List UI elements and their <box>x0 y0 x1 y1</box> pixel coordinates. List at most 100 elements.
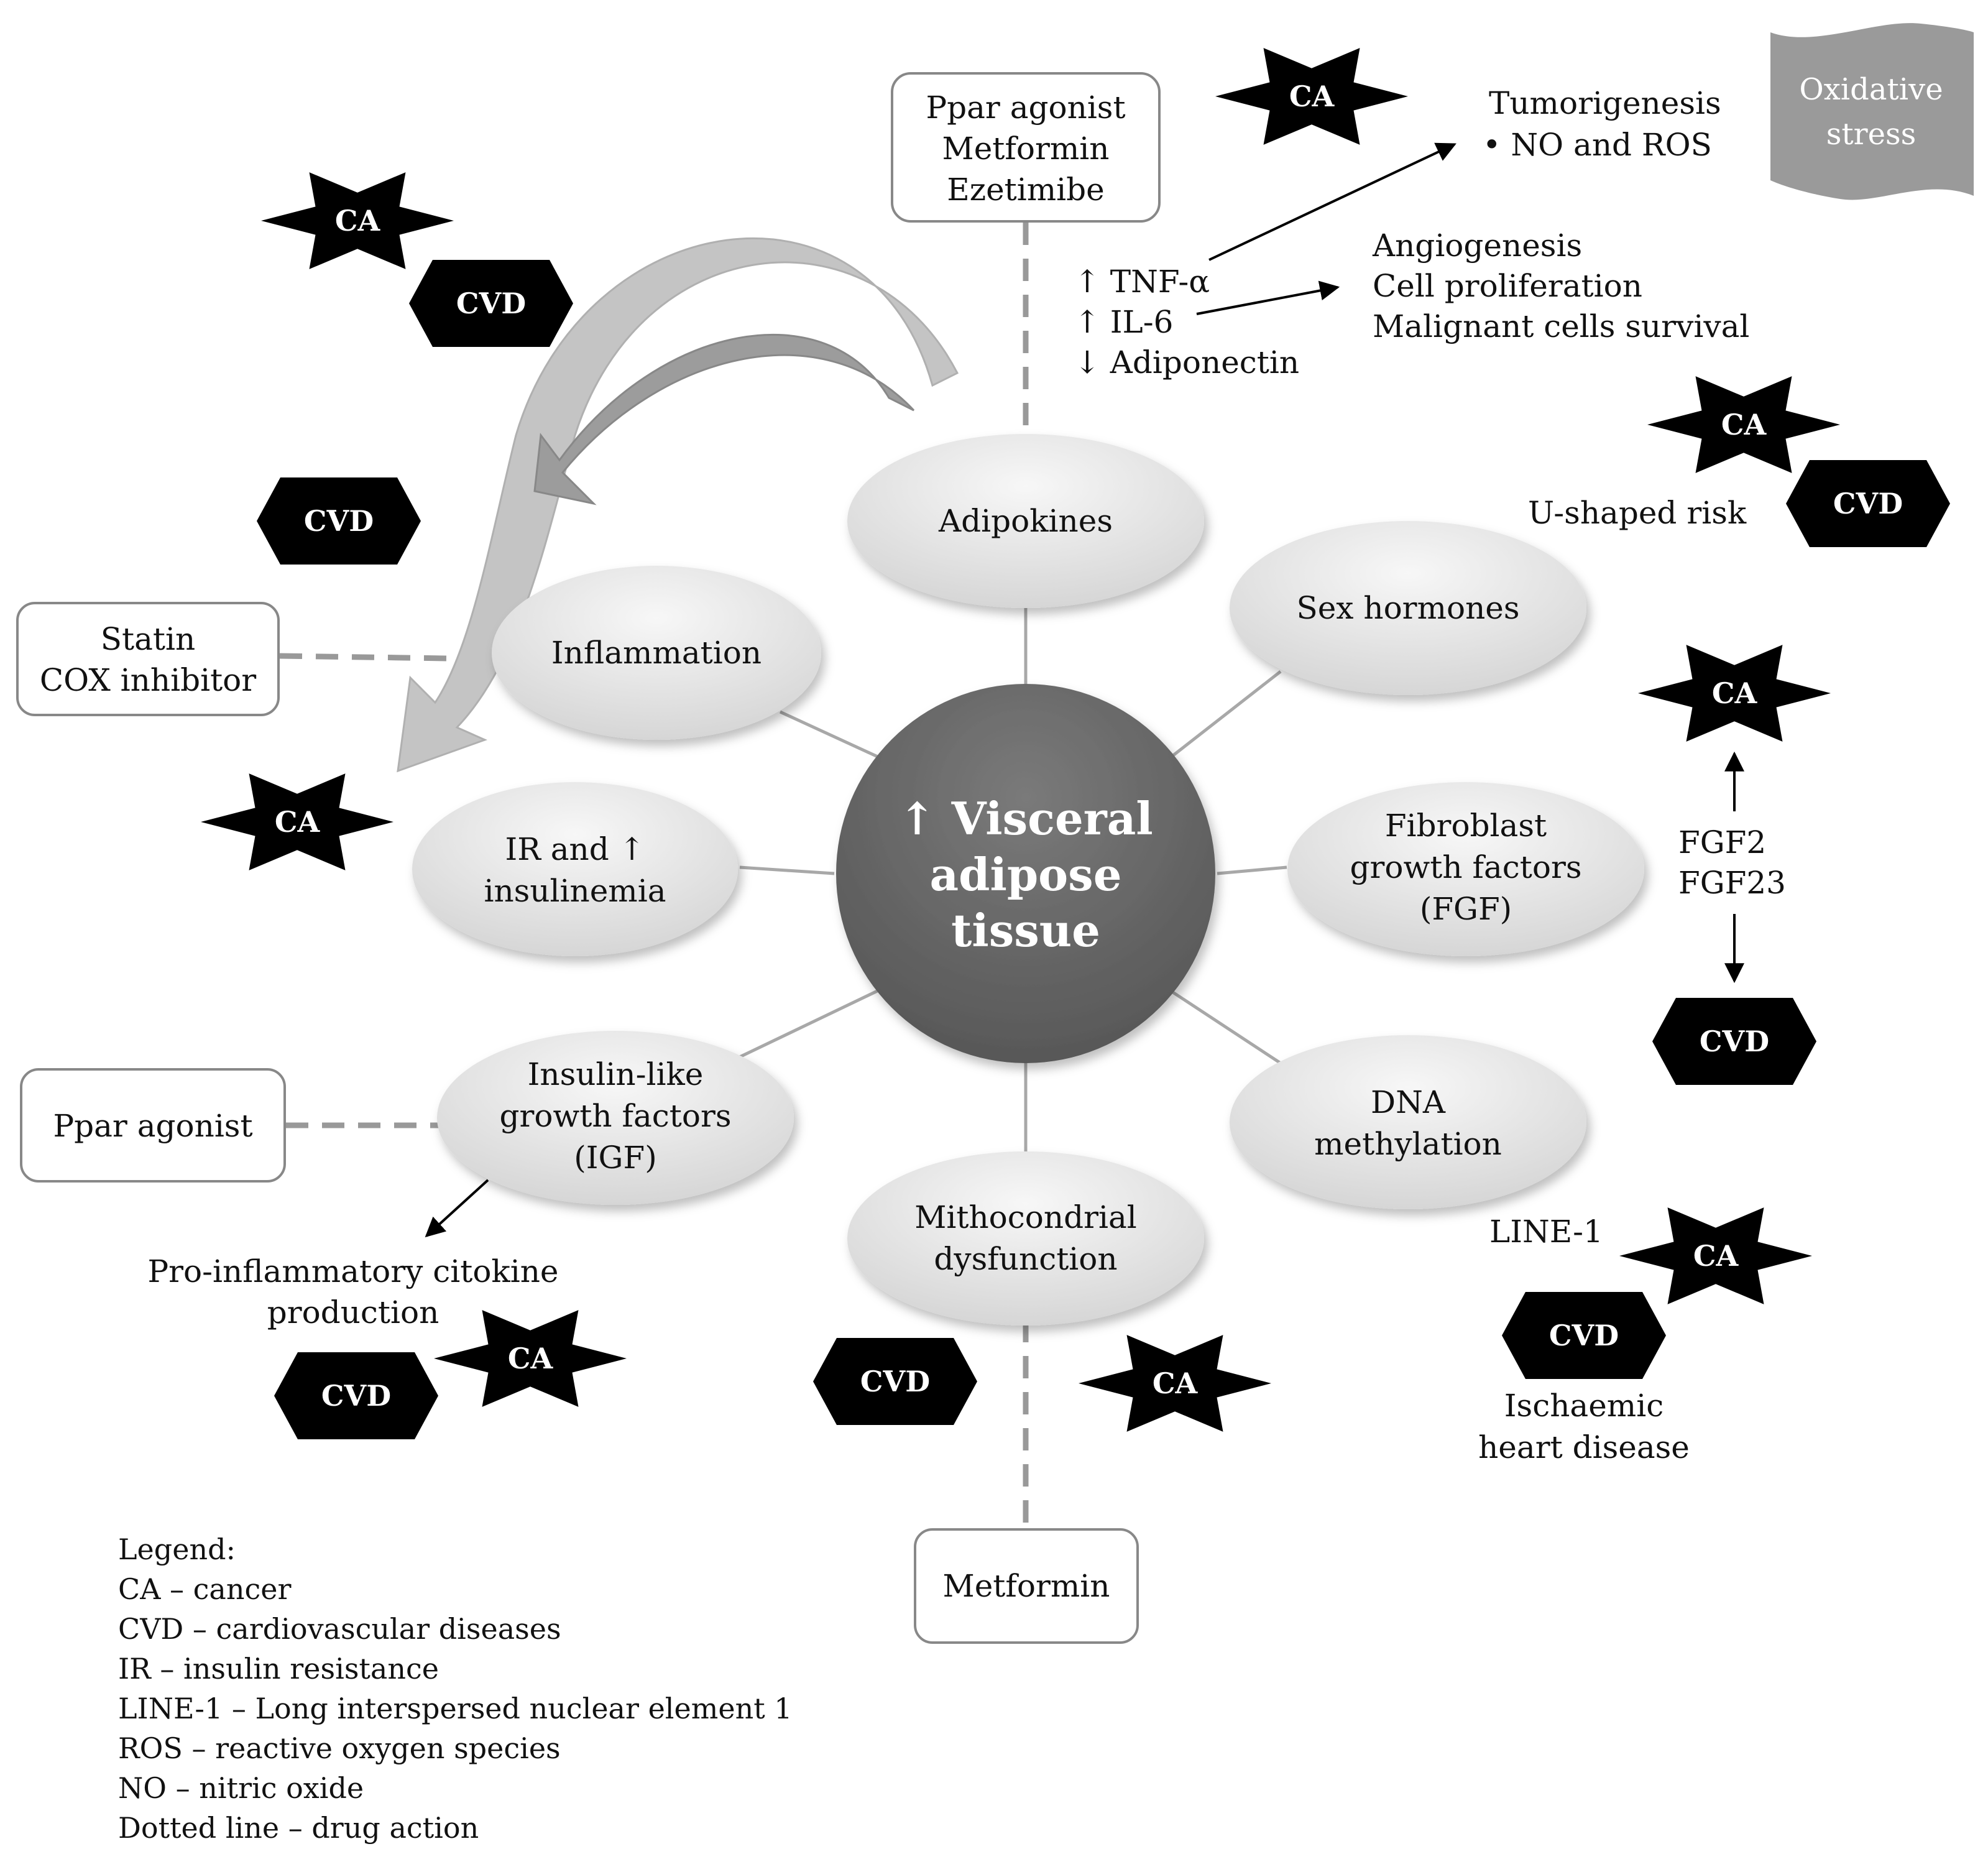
node-igf-label-3: (IGF) <box>574 1140 656 1176</box>
cvd-hexagon-shape <box>409 260 573 347</box>
line1-label: LINE-1 <box>1489 1214 1603 1250</box>
drug-box-igf <box>20 1068 286 1183</box>
angiogenesis-label-1: Angiogenesis <box>1372 228 1582 264</box>
node-adipokines-label: Adipokines <box>938 503 1113 539</box>
ca-star-label: CA <box>1289 80 1335 113</box>
ca-badge-cytokine: CA <box>434 1310 627 1407</box>
node-ir <box>412 782 738 956</box>
node-inflammation-label: Inflammation <box>551 635 762 671</box>
drug-box-left <box>16 602 280 716</box>
legend: Legend: CA – cancer CVD – cardiovascular… <box>118 1533 793 1845</box>
ca-star-label: CA <box>1153 1367 1199 1400</box>
cvd-hexagon-label: CVD <box>304 504 374 538</box>
cvd-hexagon-shape <box>274 1352 438 1439</box>
ca-badge-u-shaped: CA <box>1647 376 1840 473</box>
drug-top-2: Metformin <box>942 131 1110 167</box>
ca-star-label: CA <box>335 204 381 237</box>
ca-star-label: CA <box>1712 676 1758 710</box>
node-mito-label-2: dysfunction <box>934 1241 1117 1277</box>
legend-item-ca: CA – cancer <box>118 1572 291 1606</box>
drug-igf: Ppar agonist <box>53 1108 252 1144</box>
ca-star-label: CA <box>508 1342 554 1375</box>
node-mitochondrial <box>847 1151 1204 1326</box>
fgf2-label: FGF2 <box>1678 824 1766 860</box>
ca-star-shape <box>1079 1335 1271 1432</box>
ca-star-shape <box>1619 1207 1812 1304</box>
center-circle <box>836 684 1215 1063</box>
node-sex-hormones-label: Sex hormones <box>1296 590 1519 626</box>
cvd-badge-ischaemic: CVD <box>1502 1292 1666 1379</box>
feedback-arrows <box>397 237 959 773</box>
cvd-badge-inflammation: CVD <box>257 477 421 565</box>
cvd-hexagon-shape <box>1786 460 1950 547</box>
ca-badge-mito: CA <box>1079 1335 1271 1432</box>
drug-boxes <box>16 72 1161 1644</box>
ca-star-shape <box>434 1310 627 1407</box>
connector-igf <box>739 984 890 1059</box>
oxidative-stress-banner: Oxidative stress <box>1770 23 1974 200</box>
node-mito-label-1: Mithocondrial <box>914 1199 1137 1235</box>
connector-fgf <box>1217 865 1287 875</box>
center-node <box>836 684 1215 1063</box>
node-fgf <box>1287 782 1644 956</box>
node-fgf-label-3: (FGF) <box>1420 891 1512 927</box>
legend-item-dotted-line: Dotted line – drug action <box>118 1811 479 1845</box>
ischaemic-label-2: heart disease <box>1478 1429 1690 1465</box>
curved-arrow-outer <box>397 237 959 773</box>
arrow-to-tumorigenesis <box>1208 142 1456 261</box>
arrows <box>425 142 1744 1238</box>
drug-box-top <box>891 72 1161 223</box>
drug-top-1: Ppar agonist <box>926 90 1125 126</box>
drug-left-2: COX inhibitor <box>40 662 256 698</box>
connector-ir <box>739 865 835 875</box>
connector-sex-hormones <box>1160 670 1282 766</box>
cvd-hexagon-shape <box>257 477 421 565</box>
angiogenesis-label-2: Cell proliferation <box>1373 268 1642 304</box>
arrow-igf-to-cytokine <box>425 1179 489 1238</box>
center-title-line1: ↑ Visceral <box>898 792 1153 845</box>
node-adipokines <box>847 434 1204 608</box>
node-igf-label-2: growth factors <box>499 1098 731 1134</box>
cvd-badge-cytokine: CVD <box>274 1352 438 1439</box>
center-title-line2: adipose <box>929 848 1121 901</box>
curved-arrow-inner <box>533 333 915 505</box>
ca-star-shape <box>1647 376 1840 473</box>
cvd-badge-top-left: CVD <box>409 260 573 347</box>
adipokine-change-1: ↑ TNF-α <box>1074 264 1210 300</box>
ca-badge-fgf: CA <box>1638 645 1831 742</box>
legend-item-ir: IR – insulin resistance <box>118 1652 439 1685</box>
cvd-hexagon-label: CVD <box>456 287 526 320</box>
node-sex-hormones <box>1230 521 1586 695</box>
u-shaped-risk-label: U-shaped risk <box>1528 495 1747 531</box>
node-ir-label-2: insulinemia <box>484 873 666 909</box>
node-dna-label-2: methylation <box>1314 1126 1502 1162</box>
cvd-hexagon-label: CVD <box>321 1379 391 1413</box>
arrow-to-angiogenesis <box>1196 280 1340 315</box>
connector-inflammation <box>779 710 896 767</box>
drug-box-bottom <box>914 1528 1139 1644</box>
cvd-hexagon-label: CVD <box>1549 1319 1619 1352</box>
node-inflammation <box>492 566 821 740</box>
cvd-hexagon-shape <box>813 1338 977 1425</box>
ca-badge-top-left: CA <box>261 172 454 269</box>
cvd-hexagon-label: CVD <box>1700 1025 1769 1058</box>
node-igf <box>437 1031 794 1205</box>
node-fgf-label-2: growth factors <box>1350 849 1581 885</box>
ca-star-shape <box>1638 645 1831 742</box>
legend-item-no: NO – nitric oxide <box>118 1771 364 1805</box>
pro-inflammatory-label-1: Pro-inflammatory citokine <box>147 1253 558 1289</box>
ca-star-shape <box>201 773 393 870</box>
ca-star-label: CA <box>275 805 321 839</box>
ca-badge-top: CA <box>1215 48 1408 145</box>
cvd-hexagon-label: CVD <box>1833 487 1903 520</box>
cvd-hexagon-label: CVD <box>860 1365 930 1398</box>
pro-inflammatory-label-2: production <box>267 1294 439 1330</box>
legend-item-ros: ROS – reactive oxygen species <box>118 1731 561 1765</box>
ca-star-shape <box>261 172 454 269</box>
angiogenesis-label-3: Malignant cells survival <box>1373 308 1749 344</box>
node-dna-methylation <box>1230 1035 1586 1209</box>
oxidative-stress-label-2: stress <box>1826 117 1917 152</box>
tumorigenesis-label: Tumorigenesis <box>1489 85 1721 121</box>
